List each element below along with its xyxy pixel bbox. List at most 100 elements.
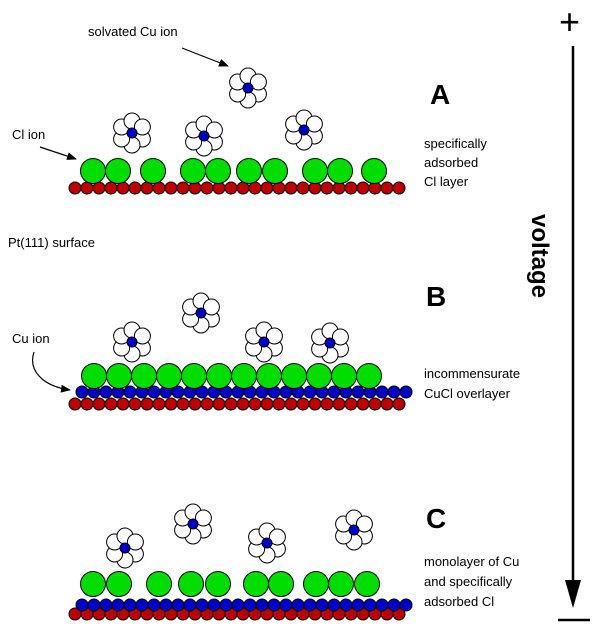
pt-atom [68, 181, 82, 195]
cu-atom [298, 124, 310, 136]
pt-atom [368, 397, 382, 411]
water-molecule [331, 328, 349, 346]
cl-atom [327, 158, 353, 184]
pt-atom [200, 397, 214, 411]
cu-atom [135, 598, 149, 612]
pt-atom [164, 397, 178, 411]
solvated-cu-ion [229, 67, 267, 109]
cl-atom [262, 158, 288, 184]
cl-atom [205, 571, 231, 597]
pt-atom [176, 397, 190, 411]
cl-atom [268, 571, 294, 597]
cl-atom [146, 571, 172, 597]
pt-atom [296, 397, 310, 411]
panel-a-desc-line-1: specifically [424, 136, 487, 151]
solvated-cu-ion [285, 109, 323, 151]
cu-atom [375, 598, 389, 612]
cu-atom [159, 598, 173, 612]
panel-a-desc-line-3: Cl layer [424, 174, 469, 189]
cl-atom [106, 363, 132, 389]
cu-atom [258, 336, 270, 348]
pt-atom [128, 181, 142, 195]
pt-atom [320, 397, 334, 411]
cl-atom [131, 363, 157, 389]
cl-atom [106, 571, 132, 597]
cu-atom [324, 337, 336, 349]
cu-atom [147, 385, 161, 399]
solvated-cu-ion [106, 527, 144, 569]
pt-atom [272, 397, 286, 411]
cu-atom [327, 385, 341, 399]
cu-atom [195, 598, 209, 612]
cu-atom [183, 598, 197, 612]
solvated-cu-ions [106, 67, 373, 569]
cl-atom [156, 363, 182, 389]
cu-atom [375, 385, 389, 399]
pt-atom [332, 397, 346, 411]
cl-atom [80, 571, 106, 597]
cl-atom [140, 158, 166, 184]
cu-atom [231, 598, 245, 612]
pt-atom [392, 181, 406, 195]
pt-atom [188, 397, 202, 411]
water-molecule [249, 73, 267, 91]
pt-atom [212, 397, 226, 411]
panel-c-desc-line-1: monolayer of Cu [424, 554, 519, 569]
voltage-arrow-head [565, 580, 581, 608]
pt-atom [356, 181, 370, 195]
water-molecule [202, 298, 220, 316]
cu-ion-arrow [32, 351, 71, 393]
pt-atom [320, 181, 334, 195]
cu-atom [171, 598, 185, 612]
voltage-label: voltage [526, 214, 553, 298]
cu-atom [198, 130, 210, 142]
cl-ion-arrow [39, 146, 77, 160]
panel-c-letter: C [426, 503, 446, 534]
solvated-cu-ion [113, 321, 151, 363]
cl-atom [80, 158, 106, 184]
cl-atom [306, 363, 332, 389]
pt-atom [104, 181, 118, 195]
cu-atom [207, 598, 221, 612]
pt-atom [260, 397, 274, 411]
cl-atom [281, 363, 307, 389]
cu-atom [351, 598, 365, 612]
plus-symbol: + [559, 1, 580, 42]
cl-atom [181, 363, 207, 389]
water-molecule [205, 121, 223, 139]
cu-atom [261, 537, 273, 549]
pt-atom [284, 181, 298, 195]
solvated-cu-ion [311, 322, 349, 364]
solvated-cu-ion [182, 292, 220, 334]
cl-atom [236, 158, 262, 184]
cu-atom [99, 385, 113, 399]
cu-atom [303, 598, 317, 612]
cl-atom [361, 158, 387, 184]
cu-atom [195, 307, 207, 319]
pt-atom [68, 397, 82, 411]
cl-atom [178, 571, 204, 597]
solvated-cu-ion [335, 509, 373, 551]
cl-atom [331, 363, 357, 389]
cu-atom [315, 598, 329, 612]
cu-atom [123, 598, 137, 612]
water-molecule [133, 118, 151, 136]
cl-atom [105, 158, 131, 184]
cl-atom [231, 363, 257, 389]
water-molecule [133, 327, 151, 345]
cl-ion-label: Cl ion [12, 127, 45, 142]
solvated-cu-ion [248, 522, 286, 564]
pt-atom [344, 181, 358, 195]
pt-atom [356, 397, 370, 411]
pt-atom [200, 181, 214, 195]
cu-atom [399, 385, 413, 399]
pt-atom [260, 181, 274, 195]
cu-atom [255, 598, 269, 612]
cl-atom [206, 363, 232, 389]
cu-atom [327, 598, 341, 612]
cl-layers [80, 158, 387, 597]
cu-atom [187, 518, 199, 530]
cu-atom [348, 524, 360, 536]
cl-atom [81, 363, 107, 389]
